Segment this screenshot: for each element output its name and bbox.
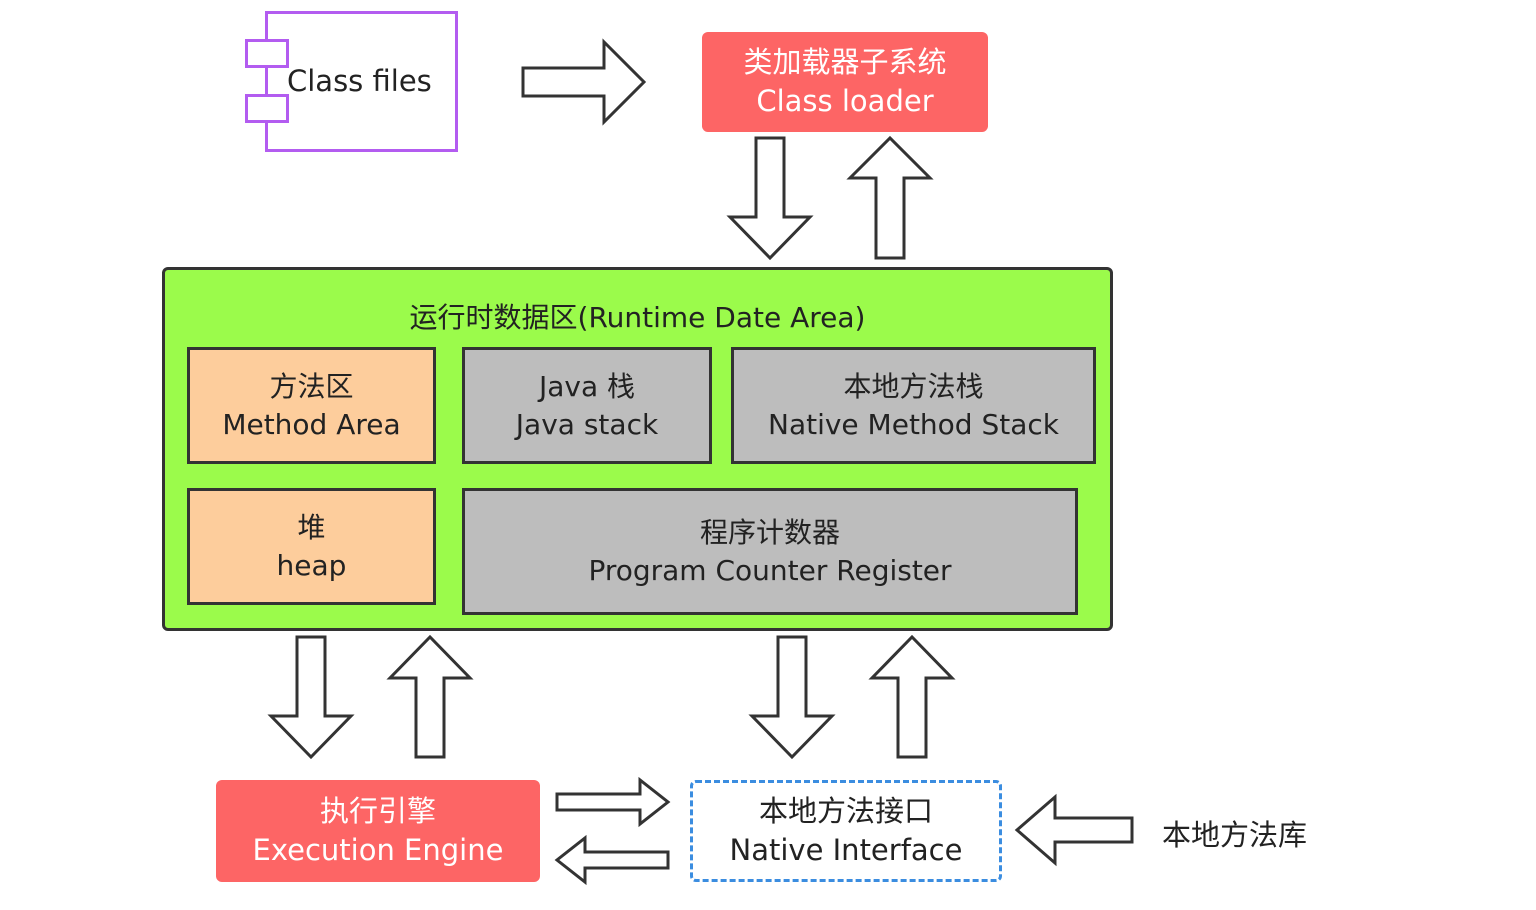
arrow-down-icon <box>748 635 836 760</box>
arrow-up-icon <box>868 634 956 759</box>
method-area-zh: 方法区 <box>269 369 354 403</box>
arrow-down-icon <box>726 136 814 261</box>
class-loader-zh: 类加载器子系统 <box>743 44 947 79</box>
arrow-up-icon <box>386 634 474 759</box>
native-method-stack-en: Native Method Stack <box>768 407 1059 441</box>
arrow-right-icon <box>555 776 671 828</box>
class-loader-en: Class loader <box>756 84 934 118</box>
class-files-tab-bottom <box>245 94 289 123</box>
class-files-label: Class files <box>287 64 432 98</box>
native-method-stack-zh: 本地方法栈 <box>843 369 984 403</box>
native-library-label: 本地方法库 <box>1162 818 1308 852</box>
execution-engine-en: Execution Engine <box>252 833 504 867</box>
execution-engine-zh: 执行引擎 <box>319 793 436 828</box>
pc-register-box: 程序计数器 Program Counter Register <box>462 488 1078 615</box>
class-loader-box: 类加载器子系统 Class loader <box>702 32 988 132</box>
arrow-right-icon <box>521 38 647 126</box>
java-stack-zh: Java 栈 <box>538 369 636 403</box>
pc-register-en: Program Counter Register <box>588 553 952 587</box>
arrow-down-icon <box>267 635 355 760</box>
heap-en: heap <box>276 548 347 582</box>
native-interface-zh: 本地方法接口 <box>758 793 933 828</box>
method-area-box: 方法区 Method Area <box>187 347 436 464</box>
pc-register-zh: 程序计数器 <box>699 515 840 549</box>
native-interface-en: Native Interface <box>729 833 963 867</box>
arrow-left-icon <box>1014 793 1134 867</box>
class-files-component <box>265 11 458 152</box>
arrow-up-icon <box>846 135 934 260</box>
native-method-stack-box: 本地方法栈 Native Method Stack <box>731 347 1096 464</box>
class-files-tab-top <box>245 39 289 68</box>
java-stack-en: Java stack <box>515 407 659 441</box>
native-interface-box: 本地方法接口 Native Interface <box>690 780 1002 882</box>
runtime-data-area-title: 运行时数据区(Runtime Date Area) <box>409 301 866 334</box>
heap-box: 堆 heap <box>187 488 436 605</box>
method-area-en: Method Area <box>222 407 401 441</box>
heap-zh: 堆 <box>297 510 326 544</box>
arrow-left-icon <box>554 834 670 886</box>
java-stack-box: Java 栈 Java stack <box>462 347 712 464</box>
execution-engine-box: 执行引擎 Execution Engine <box>216 780 540 882</box>
